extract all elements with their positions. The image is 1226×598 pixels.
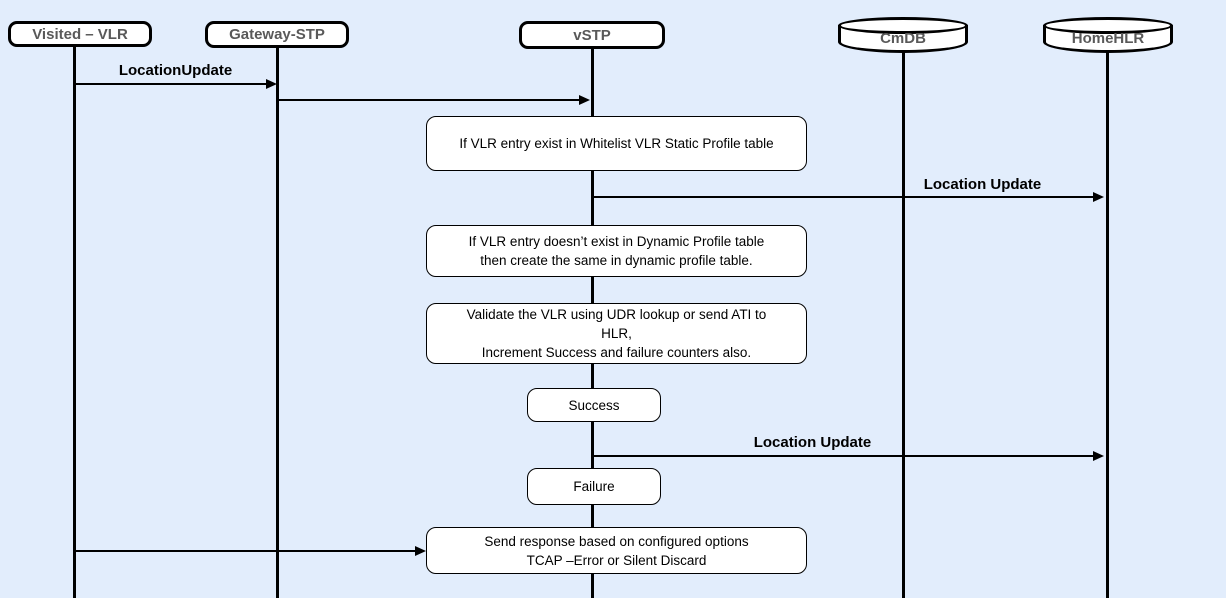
step-success: Success [527, 388, 661, 422]
lifeline-gateway-stp [275, 46, 279, 598]
message-arrow-gateway-to-vstp [277, 99, 579, 101]
actor-homehlr-label: HomeHLR [1071, 30, 1145, 47]
lifeline-visited-vlr [72, 44, 76, 598]
arrowhead-icon [1093, 192, 1104, 202]
arrowhead-icon [415, 546, 426, 556]
lifeline-homehlr [1105, 50, 1109, 598]
step-dynamic-profile: If VLR entry doesn’t exist in Dynamic Pr… [426, 225, 807, 277]
actor-cmdb-label: CmDB [880, 30, 926, 47]
step-failure: Failure [527, 468, 661, 505]
message-arrow-vstp-to-homehlr-1 [593, 196, 1093, 198]
actor-visited-vlr: Visited – VLR [8, 21, 152, 47]
message-label-location-update-2: Location Update [753, 434, 872, 451]
message-arrow-vstp-to-homehlr-2 [593, 455, 1093, 457]
message-arrow-vlr-to-gateway [74, 83, 266, 85]
step-whitelist-check: If VLR entry exist in Whitelist VLR Stat… [426, 116, 807, 171]
step-validate-vlr: Validate the VLR using UDR lookup or sen… [426, 303, 807, 364]
actor-homehlr-database: HomeHLR [1043, 17, 1173, 53]
step-send-response: Send response based on configured option… [426, 527, 807, 574]
lifeline-cmdb [901, 50, 905, 598]
actor-cmdb-database: CmDB [838, 17, 968, 53]
message-label-locationupdate: LocationUpdate [118, 62, 233, 79]
actor-vstp: vSTP [519, 21, 665, 49]
actor-gateway-stp: Gateway-STP [205, 21, 349, 48]
arrowhead-icon [579, 95, 590, 105]
message-arrow-vlr-to-response [74, 550, 415, 552]
arrowhead-icon [1093, 451, 1104, 461]
message-label-location-update-1: Location Update [923, 176, 1042, 193]
database-cylinder-top-icon [838, 17, 968, 34]
database-cylinder-top-icon [1043, 17, 1173, 34]
arrowhead-icon [266, 79, 277, 89]
